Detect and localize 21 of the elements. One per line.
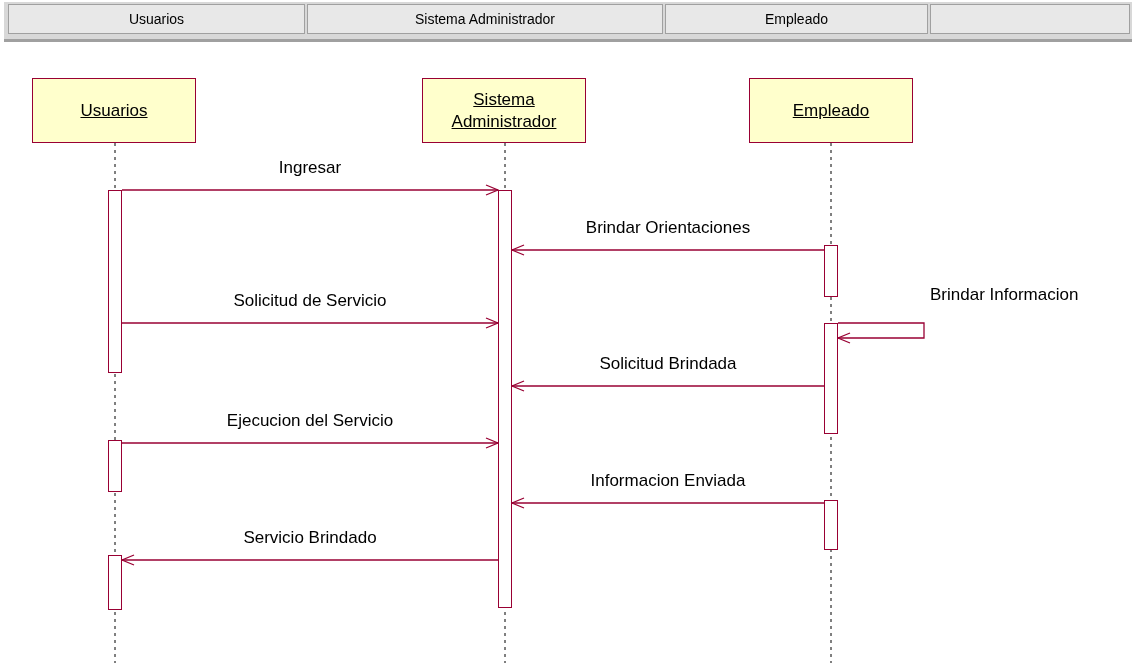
activation-bar [824, 245, 838, 297]
activation-bar [498, 190, 512, 608]
message-arrow [511, 244, 825, 256]
activation-bar [824, 323, 838, 434]
participant-box: Sistema Administrador [422, 78, 586, 143]
message-arrow [511, 497, 825, 509]
message-arrow [121, 554, 499, 566]
message-arrow [511, 380, 825, 392]
column-header: Usuarios [8, 4, 305, 34]
activation-bar [108, 190, 122, 373]
message-arrow [121, 317, 499, 329]
message-arrow [121, 437, 499, 449]
participant-box: Empleado [749, 78, 913, 143]
column-header: Empleado [665, 4, 928, 34]
column-header: Sistema Administrador [307, 4, 663, 34]
message-arrow [837, 322, 925, 344]
participant-box: Usuarios [32, 78, 196, 143]
activation-bar [108, 440, 122, 492]
activation-bar [108, 555, 122, 610]
message-arrow [121, 184, 499, 196]
activation-bar [824, 500, 838, 550]
